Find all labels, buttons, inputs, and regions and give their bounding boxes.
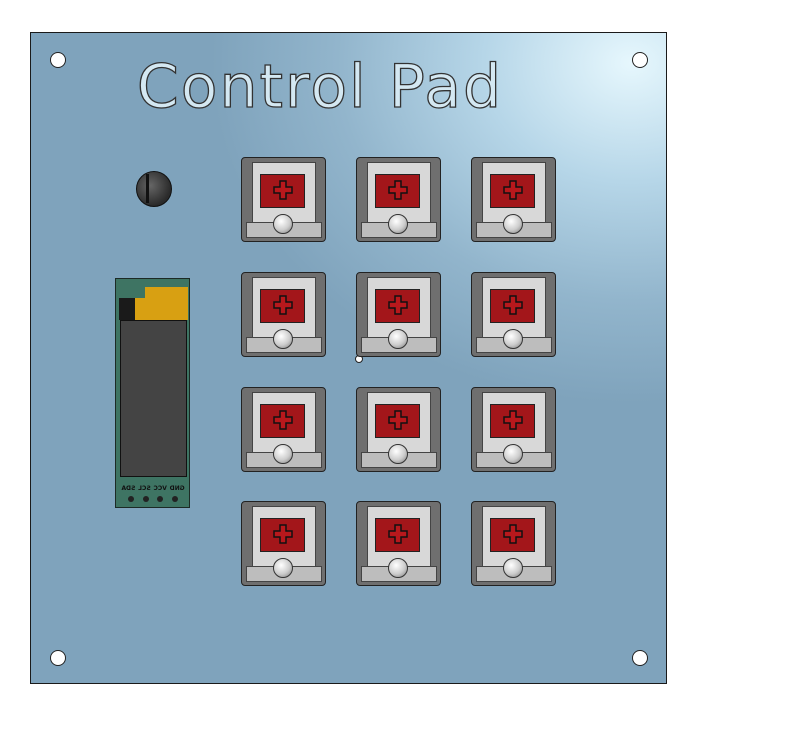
key-switch-r1-c3[interactable]	[471, 157, 556, 242]
led-lens	[273, 329, 293, 349]
cross-stem-icon	[273, 524, 293, 544]
oled-ribbon	[119, 298, 135, 320]
oled-pins	[124, 496, 182, 502]
oled-pin-labels: GND VCC SCL SDA	[120, 485, 186, 492]
led-lens	[503, 558, 523, 578]
led-lens	[388, 214, 408, 234]
led-lens	[273, 444, 293, 464]
led-lens	[388, 329, 408, 349]
key-switch-r3-c3[interactable]	[471, 387, 556, 472]
mounting-hole-bottom-right	[632, 650, 648, 666]
key-switch-r2-c3[interactable]	[471, 272, 556, 357]
switch-stem	[260, 174, 305, 208]
led-lens	[273, 214, 293, 234]
cross-stem-icon	[388, 410, 408, 430]
cross-stem-icon	[273, 180, 293, 200]
key-switch-r3-c2[interactable]	[356, 387, 441, 472]
key-switch-r1-c2[interactable]	[356, 157, 441, 242]
key-switch-r4-c3[interactable]	[471, 501, 556, 586]
key-switch-r2-c1[interactable]	[241, 272, 326, 357]
key-switch-r4-c2[interactable]	[356, 501, 441, 586]
switch-stem	[260, 289, 305, 323]
oled-screen	[120, 320, 187, 477]
mounting-hole-top-right	[632, 52, 648, 68]
cross-stem-icon	[388, 524, 408, 544]
plate-title: Control Pad	[136, 51, 504, 122]
switch-stem	[490, 289, 535, 323]
switch-stem	[375, 518, 420, 552]
switch-stem	[260, 404, 305, 438]
led-lens	[273, 558, 293, 578]
pin-hole	[142, 496, 149, 502]
key-switch-r4-c1[interactable]	[241, 501, 326, 586]
led-lens	[503, 329, 523, 349]
mounting-hole-top-left	[50, 52, 66, 68]
cross-stem-icon	[388, 295, 408, 315]
mounting-hole-bottom-left	[50, 650, 66, 666]
switch-stem	[260, 518, 305, 552]
cross-stem-icon	[503, 180, 523, 200]
pin-label: SCL	[138, 485, 151, 492]
switch-stem	[375, 289, 420, 323]
cross-stem-icon	[503, 295, 523, 315]
led-lens	[503, 444, 523, 464]
switch-stem	[375, 174, 420, 208]
pin-hole	[157, 496, 164, 502]
pin-label: SDA	[121, 485, 136, 492]
cross-stem-icon	[503, 524, 523, 544]
switch-stem	[490, 404, 535, 438]
key-switch-r1-c1[interactable]	[241, 157, 326, 242]
cross-stem-icon	[388, 180, 408, 200]
switch-stem	[375, 404, 420, 438]
pin-hole	[128, 496, 135, 502]
oled-flex-connector	[145, 287, 188, 298]
switch-stem	[490, 174, 535, 208]
cross-stem-icon	[273, 295, 293, 315]
rotary-knob[interactable]	[136, 171, 172, 207]
key-switch-r3-c1[interactable]	[241, 387, 326, 472]
led-lens	[503, 214, 523, 234]
led-lens	[388, 444, 408, 464]
led-lens	[388, 558, 408, 578]
pin-hole	[171, 496, 178, 502]
oled-flex-connector-base	[134, 298, 188, 320]
cross-stem-icon	[273, 410, 293, 430]
pin-label: GND	[169, 485, 185, 492]
oled-display-module: GND VCC SCL SDA	[115, 278, 190, 508]
pin-label: VCC	[153, 485, 167, 492]
cross-stem-icon	[503, 410, 523, 430]
key-switch-r2-c2[interactable]	[356, 272, 441, 357]
switch-stem	[490, 518, 535, 552]
